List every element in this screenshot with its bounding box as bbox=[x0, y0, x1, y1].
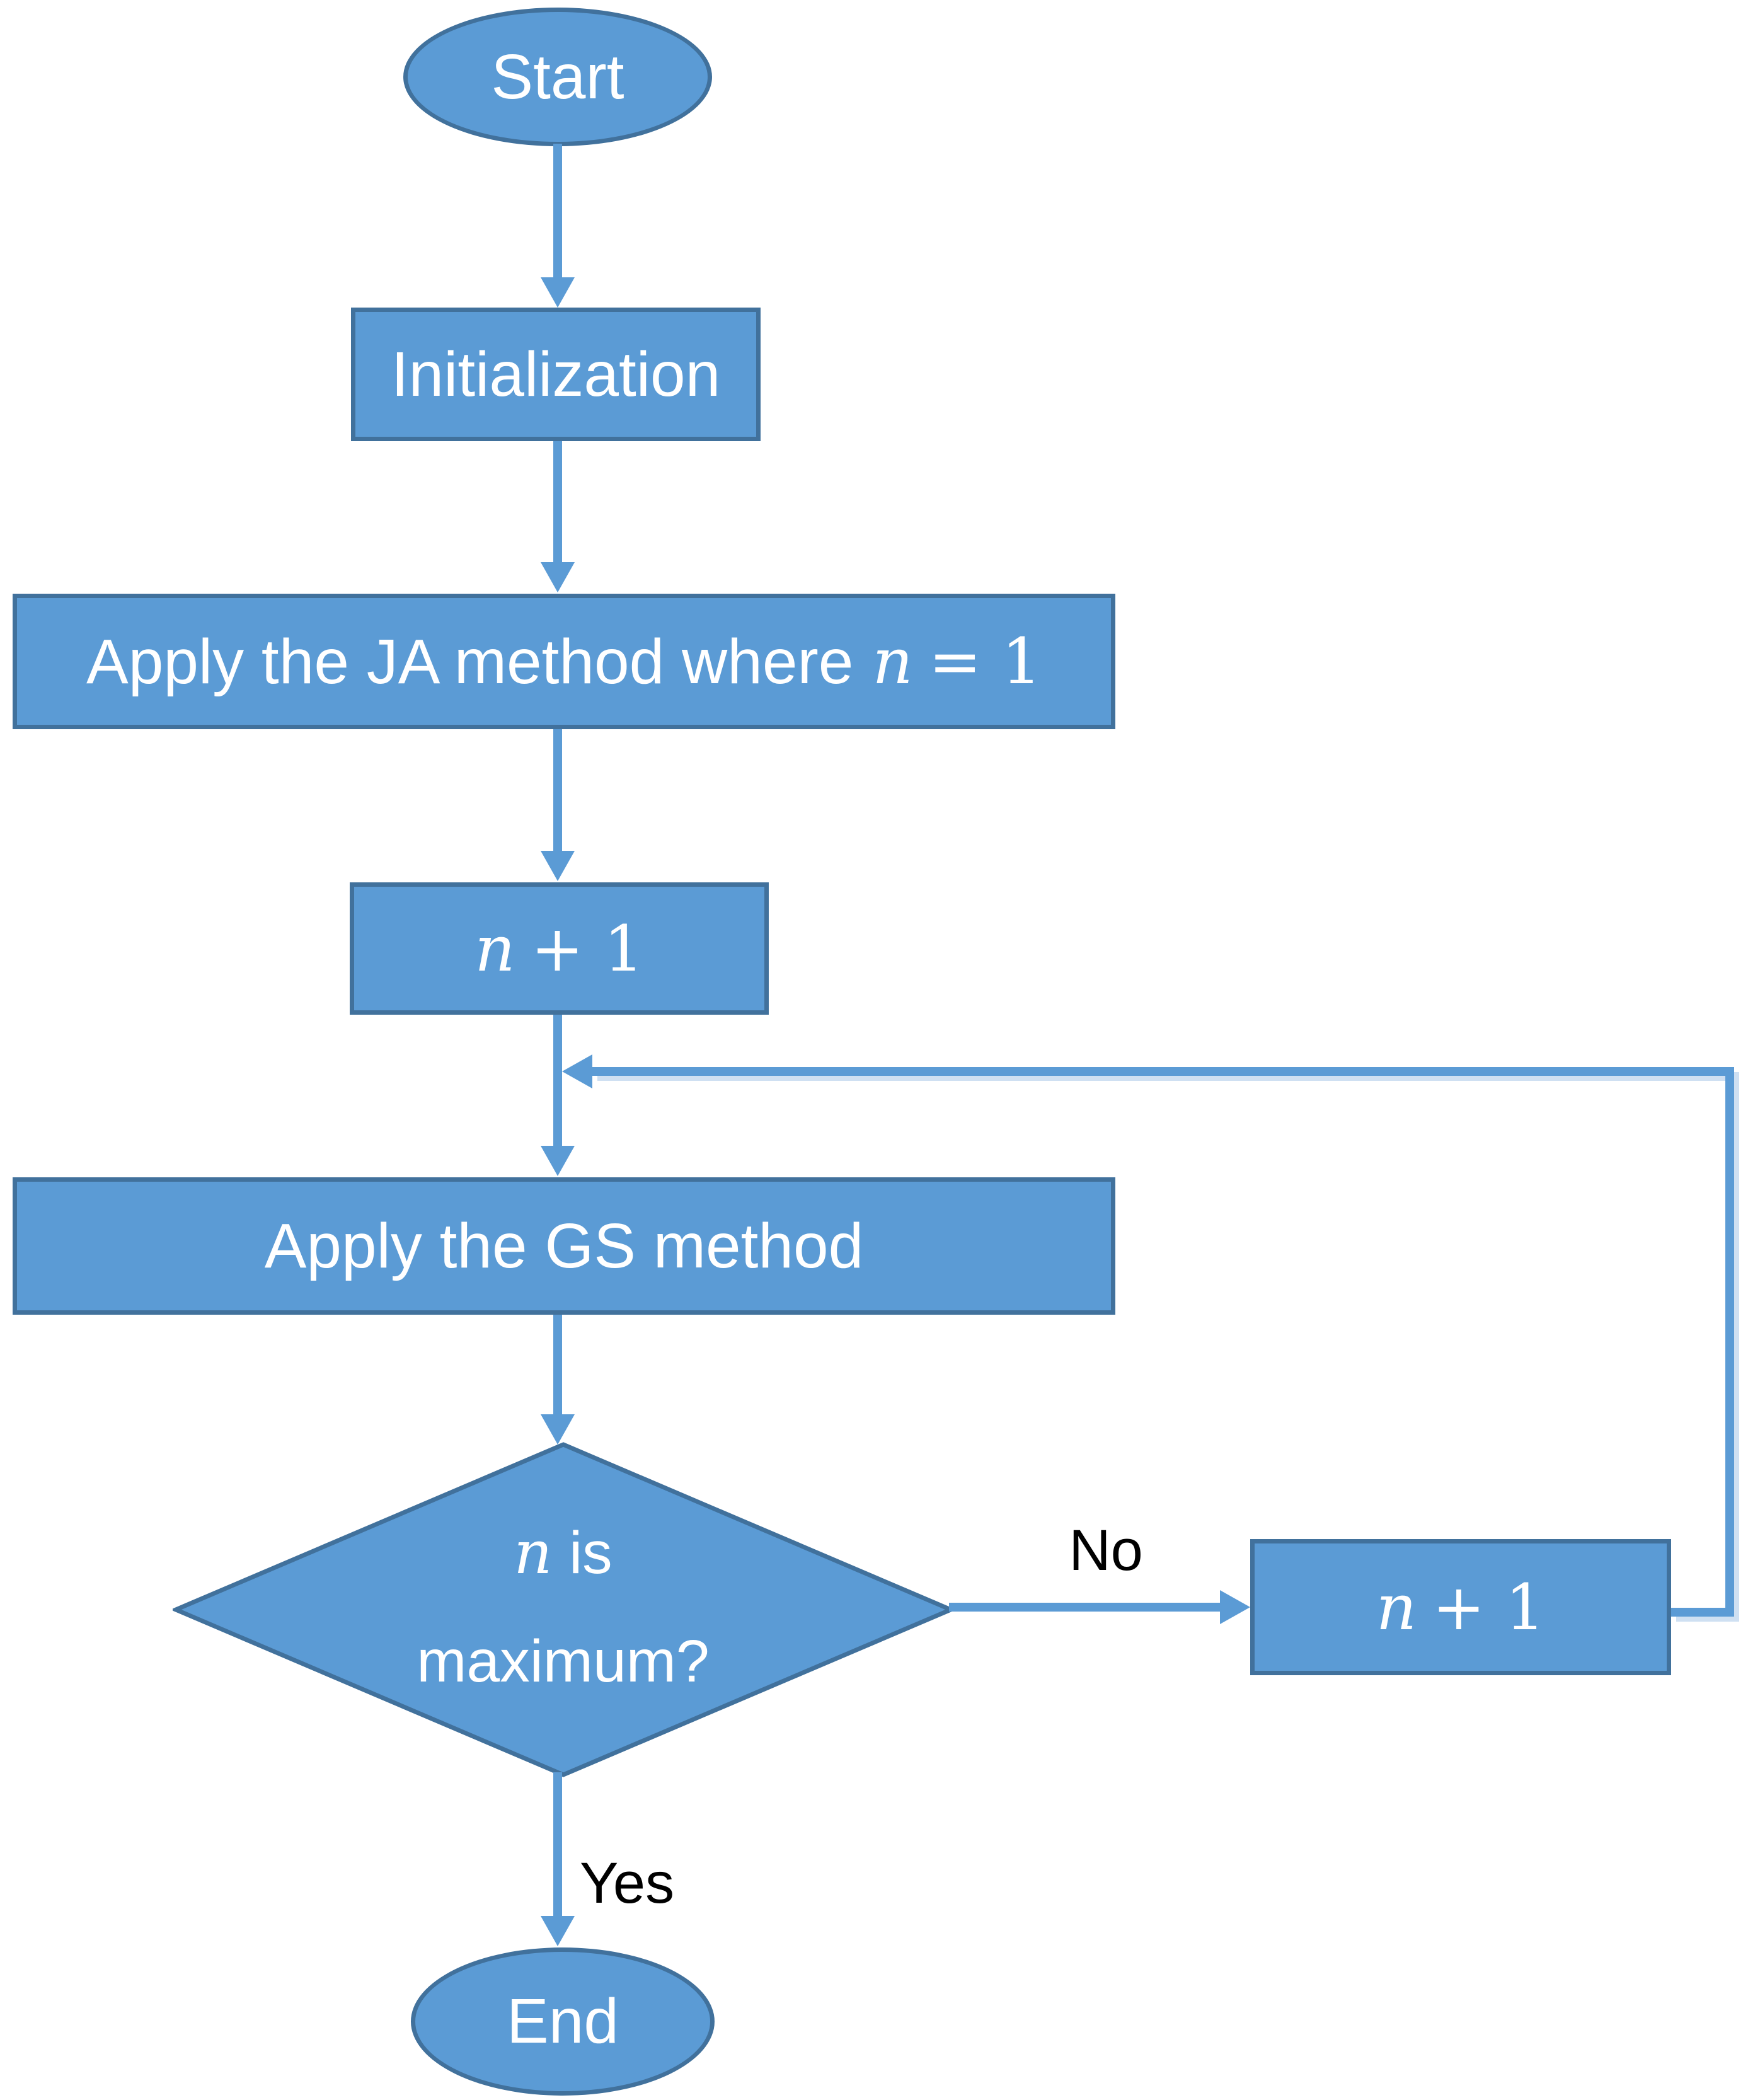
initialization-label: Initialization bbox=[391, 338, 721, 410]
apply-gs-label: Apply the GS method bbox=[264, 1210, 864, 1281]
arrow-start-to-init-arrowhead bbox=[541, 277, 575, 308]
decision-text-rest: is bbox=[569, 1520, 612, 1586]
arrow-gs-to-decision-arrowhead bbox=[541, 1414, 575, 1445]
initialization-node: Initialization bbox=[351, 308, 761, 441]
increment-math-var: n bbox=[474, 911, 515, 986]
arrow-yes-shaft bbox=[553, 1772, 562, 1917]
decision-node bbox=[173, 1442, 954, 1777]
decision-diamond-shape bbox=[173, 1442, 954, 1777]
arrow-init-to-ja-shaft bbox=[553, 441, 562, 563]
increment-loop-math-rest: + 1 bbox=[1432, 1570, 1546, 1644]
arrow-ja-to-increment-shaft bbox=[553, 729, 562, 852]
arrow-gs-to-decision-shaft bbox=[553, 1315, 562, 1416]
arrow-no-shaft bbox=[949, 1603, 1220, 1612]
apply-ja-math-rest: = 1 bbox=[928, 625, 1042, 698]
apply-ja-text: Apply the JA method where bbox=[86, 626, 854, 697]
arrow-start-to-init-shaft bbox=[553, 144, 562, 279]
loop-top-segment bbox=[592, 1067, 1734, 1076]
arrow-increment-to-gs-arrowhead bbox=[541, 1146, 575, 1176]
start-node: Start bbox=[403, 8, 712, 146]
apply-ja-math-var: n bbox=[872, 625, 913, 698]
increment-math-rest: + 1 bbox=[531, 911, 644, 986]
apply-ja-label: Apply the JA method where n = 1 bbox=[86, 625, 1042, 698]
loop-bottom-segment bbox=[1671, 1608, 1734, 1617]
loop-right-segment bbox=[1725, 1067, 1734, 1617]
increment-loop-label: n + 1 bbox=[1376, 1571, 1546, 1644]
arrow-ja-to-increment-arrowhead bbox=[541, 851, 575, 881]
increment-label: n + 1 bbox=[474, 912, 644, 986]
loop-arrowhead bbox=[562, 1054, 592, 1088]
yes-edge-label: Yes bbox=[580, 1851, 675, 1915]
apply-gs-node: Apply the GS method bbox=[13, 1177, 1115, 1315]
arrow-increment-to-gs-shaft bbox=[553, 1015, 562, 1147]
decision-label-line2: maximum? bbox=[417, 1628, 710, 1695]
arrow-no-arrowhead bbox=[1220, 1590, 1250, 1624]
start-label: Start bbox=[491, 41, 624, 112]
increment-loop-node: n + 1 bbox=[1250, 1539, 1671, 1675]
increment-node: n + 1 bbox=[350, 882, 769, 1015]
end-node: End bbox=[411, 1947, 715, 2096]
increment-loop-math-var: n bbox=[1376, 1570, 1417, 1644]
apply-ja-node: Apply the JA method where n = 1 bbox=[13, 594, 1115, 729]
arrow-yes-arrowhead bbox=[541, 1916, 575, 1946]
arrow-init-to-ja-arrowhead bbox=[541, 562, 575, 592]
decision-math-var: n bbox=[514, 1518, 553, 1588]
no-edge-label: No bbox=[1069, 1518, 1143, 1583]
end-label: End bbox=[507, 1986, 619, 2057]
